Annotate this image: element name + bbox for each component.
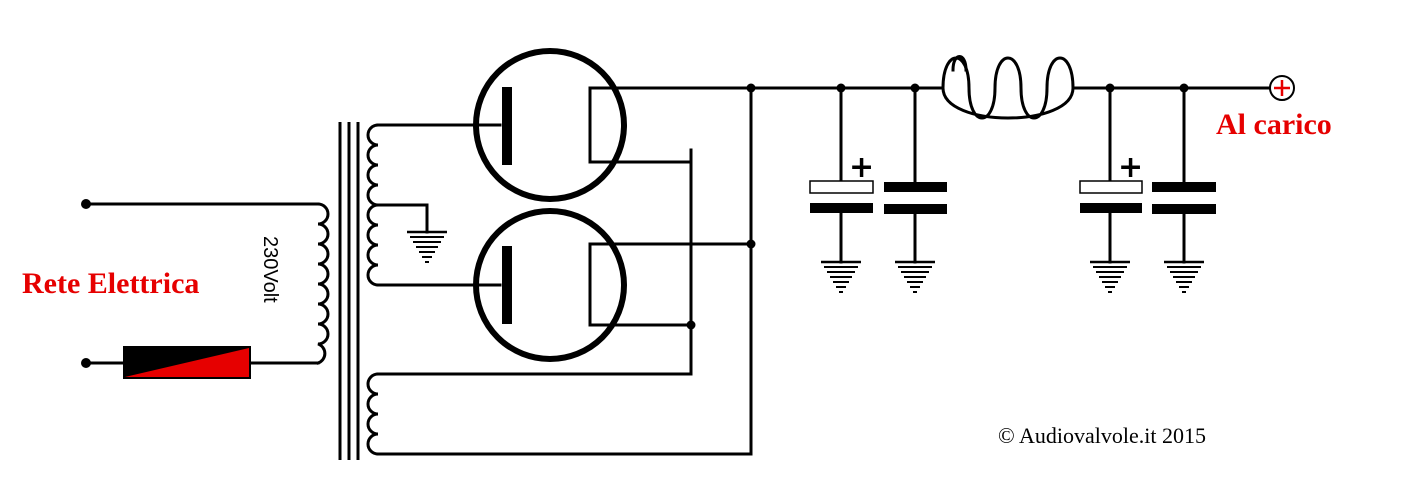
choke-inductor	[941, 56, 1075, 120]
ground-icon	[821, 260, 861, 293]
capacitor-electrolytic-2: +	[1079, 86, 1143, 264]
fuse-icon	[123, 346, 251, 379]
secondary-wiring	[376, 86, 753, 456]
cap-plate-negative	[1080, 203, 1142, 213]
cap-plate-positive	[809, 180, 874, 194]
primary-winding	[316, 202, 330, 365]
cathode-wiring	[620, 160, 756, 330]
center-tap-wire	[376, 203, 429, 234]
voltage-label: 230Volt	[259, 236, 281, 303]
copyright-label: © Audiovalvole.it 2015	[998, 423, 1206, 448]
ground-icon	[1090, 260, 1130, 293]
mains-input	[81, 199, 320, 379]
capacitor-4	[1152, 86, 1216, 264]
load-label: Al carico	[1216, 108, 1332, 141]
cap-plate-positive	[1079, 180, 1143, 194]
b-plus-line	[620, 55, 1295, 120]
cap-plate	[884, 204, 947, 214]
tube-cathode-top	[588, 86, 622, 164]
cap-plate	[1152, 182, 1216, 192]
heater-wire-bottom	[376, 86, 753, 456]
cap-polarity-label: +	[849, 150, 874, 185]
cap-polarity-label: +	[1118, 150, 1143, 185]
tube-envelope-bottom	[473, 208, 627, 362]
rectifier-tube-top	[473, 48, 627, 202]
capacitor-electrolytic-1: +	[809, 86, 874, 264]
junction-dot	[686, 320, 696, 330]
tube-cathode-bottom	[588, 242, 622, 327]
tube-envelope-top	[473, 48, 627, 202]
capacitor-2	[884, 86, 947, 264]
cap-plate	[884, 182, 947, 192]
cap-plate-negative	[810, 203, 873, 213]
rectifier-tube-bottom	[473, 208, 627, 362]
junction-dot	[746, 83, 756, 93]
choke-loop	[951, 55, 968, 72]
transformer	[316, 122, 380, 460]
mains-label: Rete Elettrica	[22, 267, 199, 300]
fuse-black-half	[125, 348, 249, 377]
cap-plate	[1152, 204, 1216, 214]
junction-dot	[746, 239, 756, 249]
ground-icon	[1164, 260, 1204, 293]
heater-wire-top	[376, 148, 693, 376]
heater-winding	[366, 372, 380, 456]
ground-icon	[407, 230, 447, 263]
ground-icon	[895, 260, 935, 293]
positive-terminal-icon	[1269, 75, 1295, 101]
